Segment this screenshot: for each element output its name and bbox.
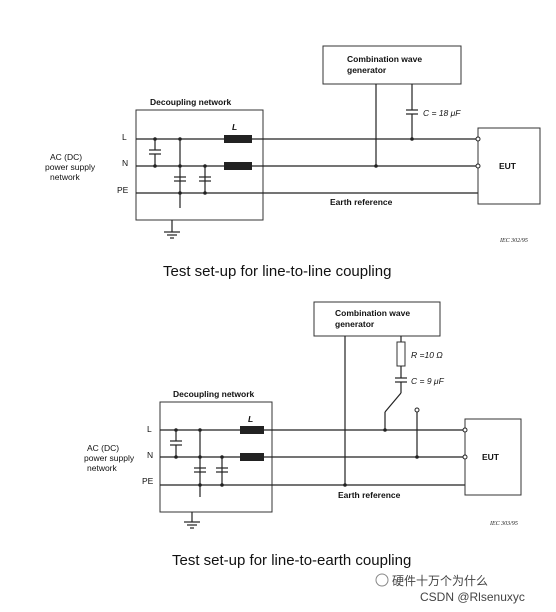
source-label-2: power supply [84,453,135,463]
eut-label: EUT [482,452,500,462]
eut-label: EUT [499,161,517,171]
inductor-n [224,162,252,170]
decoupling-network-label: Decoupling network [150,97,232,107]
source-label-3: network [87,463,118,473]
inductor-l [224,135,252,143]
diagram-line-to-earth: Combination wave generator Decoupling ne… [84,301,522,569]
watermark-channel: 硬件十万个为什么 [392,574,488,588]
source-label: AC (DC) [87,443,119,453]
line-n-label: N [147,450,153,460]
line-l-label: L [122,132,127,142]
line-l-label: L [147,424,152,434]
capacitor-label: C = 9 μF [411,376,445,386]
source-label-2: power supply [45,162,96,172]
line-pe-label: PE [117,185,129,195]
caption-line-to-earth: Test set-up for line-to-earth coupling [172,552,411,569]
inductor-label: L [232,122,237,132]
caption-line-to-line: Test set-up for line-to-line coupling [163,263,391,280]
generator-label-2: generator [347,65,387,75]
source-label-3: network [50,172,81,182]
diagram-line-to-line: Combination wave generator Decoupling ne… [45,45,541,280]
wechat-icon [375,573,389,587]
line-pe-label: PE [142,476,154,486]
source-label: AC (DC) [50,152,82,162]
decoupling-network-box [135,109,264,221]
generator-label: Combination wave [347,54,422,64]
inductor-l [240,426,264,434]
ref-code: IEC 302/95 [499,238,528,244]
watermark: 硬件十万个为什么 CSDN @Rlsenuxyc [375,573,525,604]
earth-reference-label: Earth reference [330,197,393,207]
generator-box [313,301,441,337]
earth-reference-label: Earth reference [338,490,401,500]
capacitor-label: C = 18 μF [423,108,461,118]
inductor-n [240,453,264,461]
generator-label-2: generator [335,319,375,329]
generator-box [322,45,462,85]
line-n-label: N [122,158,128,168]
resistor [396,341,406,367]
resistor-label: R =10 Ω [411,350,443,360]
watermark-credit: CSDN @Rlsenuxyc [420,590,525,604]
inductor-label: L [248,414,253,424]
ref-code: IEC 303/95 [489,521,518,527]
generator-label: Combination wave [335,308,410,318]
decoupling-network-label: Decoupling network [173,389,255,399]
